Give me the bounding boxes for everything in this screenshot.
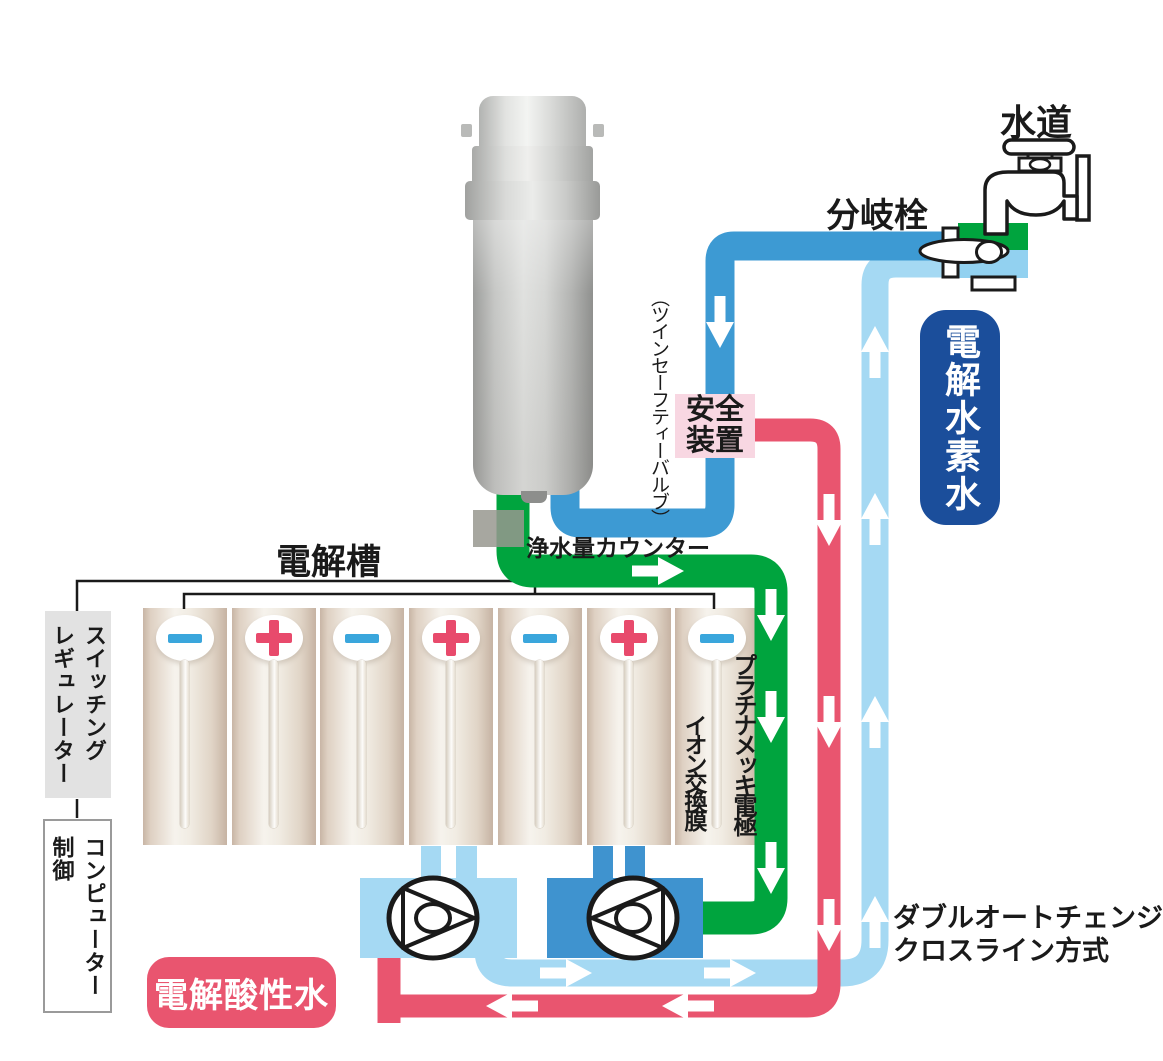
minus-terminal-bar: [168, 634, 202, 643]
plus-terminal-bar: [446, 620, 457, 656]
hydrogen-water-label: 電解水素水: [940, 322, 981, 513]
electrolysis-cell-1-minus: [143, 608, 227, 845]
electrolysis-cell-6-plus: [586, 608, 671, 845]
minus-terminal-bar: [345, 634, 380, 643]
pump-right-stub: [593, 846, 613, 880]
regulator-wiring-line: [75, 579, 716, 818]
platinum-electrode-label: プラチナメッキ電極: [729, 653, 756, 833]
pump-left-stub: [456, 846, 477, 880]
system-method-label: ダブルオートチェンジ クロスライン方式: [893, 902, 1163, 968]
electrolysis-cell-4-plus: [409, 608, 494, 845]
minus-terminal-icon: [333, 615, 392, 661]
system-method-line1: ダブルオートチェンジ: [893, 903, 1163, 933]
minus-terminal-icon: [688, 615, 747, 661]
hydrogen-water-return-pipe: [474, 250, 958, 987]
valve-knob: [975, 240, 1003, 264]
faucet: [983, 138, 1091, 236]
ion-membrane-label: イオン交換膜: [681, 714, 707, 828]
pump-right-hub: [614, 902, 652, 934]
cartridge-collar: [465, 181, 600, 220]
minus-terminal-icon: [510, 615, 569, 661]
pump-left-hub: [414, 902, 452, 934]
safety-device-line1: 安全: [685, 394, 744, 426]
plus-terminal-icon: [422, 615, 481, 661]
cartridge-tab: [461, 124, 472, 137]
computer-control-box: コンピューター 制御: [43, 819, 112, 1013]
plus-terminal-bar: [268, 620, 279, 656]
cartridge-cap: [479, 96, 586, 150]
switching-regulator-label: スイッチング レギュレーター: [46, 624, 110, 785]
acidic-water-badge: 電解酸性水: [147, 957, 336, 1028]
plus-terminal-icon: [244, 615, 303, 661]
switching-regulator-box: スイッチング レギュレーター: [45, 611, 111, 798]
system-method-line2: クロスライン方式: [893, 936, 1109, 966]
electrode-plate: [623, 660, 633, 828]
pump-left-stub: [421, 846, 441, 880]
electrode-plate: [268, 660, 278, 828]
minus-terminal-bar: [700, 634, 735, 643]
safety-device-line2: 装置: [685, 425, 744, 457]
twin-safety-valve-label: （ツインセーフティーバルブ）: [648, 288, 669, 526]
tap-water-pipe: [550, 231, 958, 538]
safety-device-label: 安全 装置: [686, 395, 744, 457]
cartridge-tab: [593, 124, 604, 137]
minus-terminal-bar: [522, 634, 557, 643]
acidic-water-label: 電解酸性水: [154, 977, 329, 1015]
hydrogen-water-badge: 電解水素水: [920, 310, 1000, 525]
electrode-plate: [446, 660, 456, 828]
electrolysis-cell-2-plus: [231, 608, 316, 845]
pump-right-stub: [625, 846, 645, 880]
branch-valve-label: 分岐栓: [826, 197, 928, 235]
purified-water-pipe: [496, 478, 788, 935]
cartridge-body: [473, 216, 593, 495]
faucet-wall-plate: [1075, 154, 1091, 222]
electrode-plate: [357, 660, 367, 828]
flow-counter-box: [473, 510, 524, 547]
electrode-plate: [712, 660, 722, 828]
electrode-plate: [180, 660, 189, 828]
electrolysis-cell-3-minus: [320, 608, 405, 845]
faucet-nut: [1028, 157, 1052, 172]
computer-control-line2: 制御: [49, 835, 75, 882]
switching-regulator-line1: スイッチング: [82, 624, 107, 762]
electrolysis-cell-7-minus: [675, 608, 760, 845]
faucet-handle: [1002, 138, 1076, 156]
cartridge-cap-lip: [472, 146, 593, 186]
tap-water-label: 水道: [1000, 102, 1073, 143]
plus-terminal-icon: [599, 615, 658, 661]
minus-terminal-icon: [156, 615, 214, 661]
pump-left: [360, 846, 517, 961]
switching-regulator-line2: レギュレーター: [50, 624, 75, 785]
cartridge-outlet-nub: [521, 491, 547, 503]
pump-right: [547, 846, 703, 961]
faucet-body: [983, 170, 1079, 236]
computer-control-label: コンピューター 制御: [46, 836, 110, 997]
electrolysis-cell-5-minus: [497, 608, 582, 845]
valve-spout: [970, 275, 1017, 292]
electrolysis-tank-label: 電解槽: [276, 543, 382, 582]
safety-device-badge: 安全 装置: [675, 394, 755, 458]
plus-terminal-bar: [623, 620, 634, 656]
water-counter-label: 浄水量カウンター: [526, 535, 710, 561]
electrode-plate: [534, 660, 544, 828]
diverter-valve: [918, 223, 1028, 292]
computer-control-line1: コンピューター: [81, 835, 107, 997]
